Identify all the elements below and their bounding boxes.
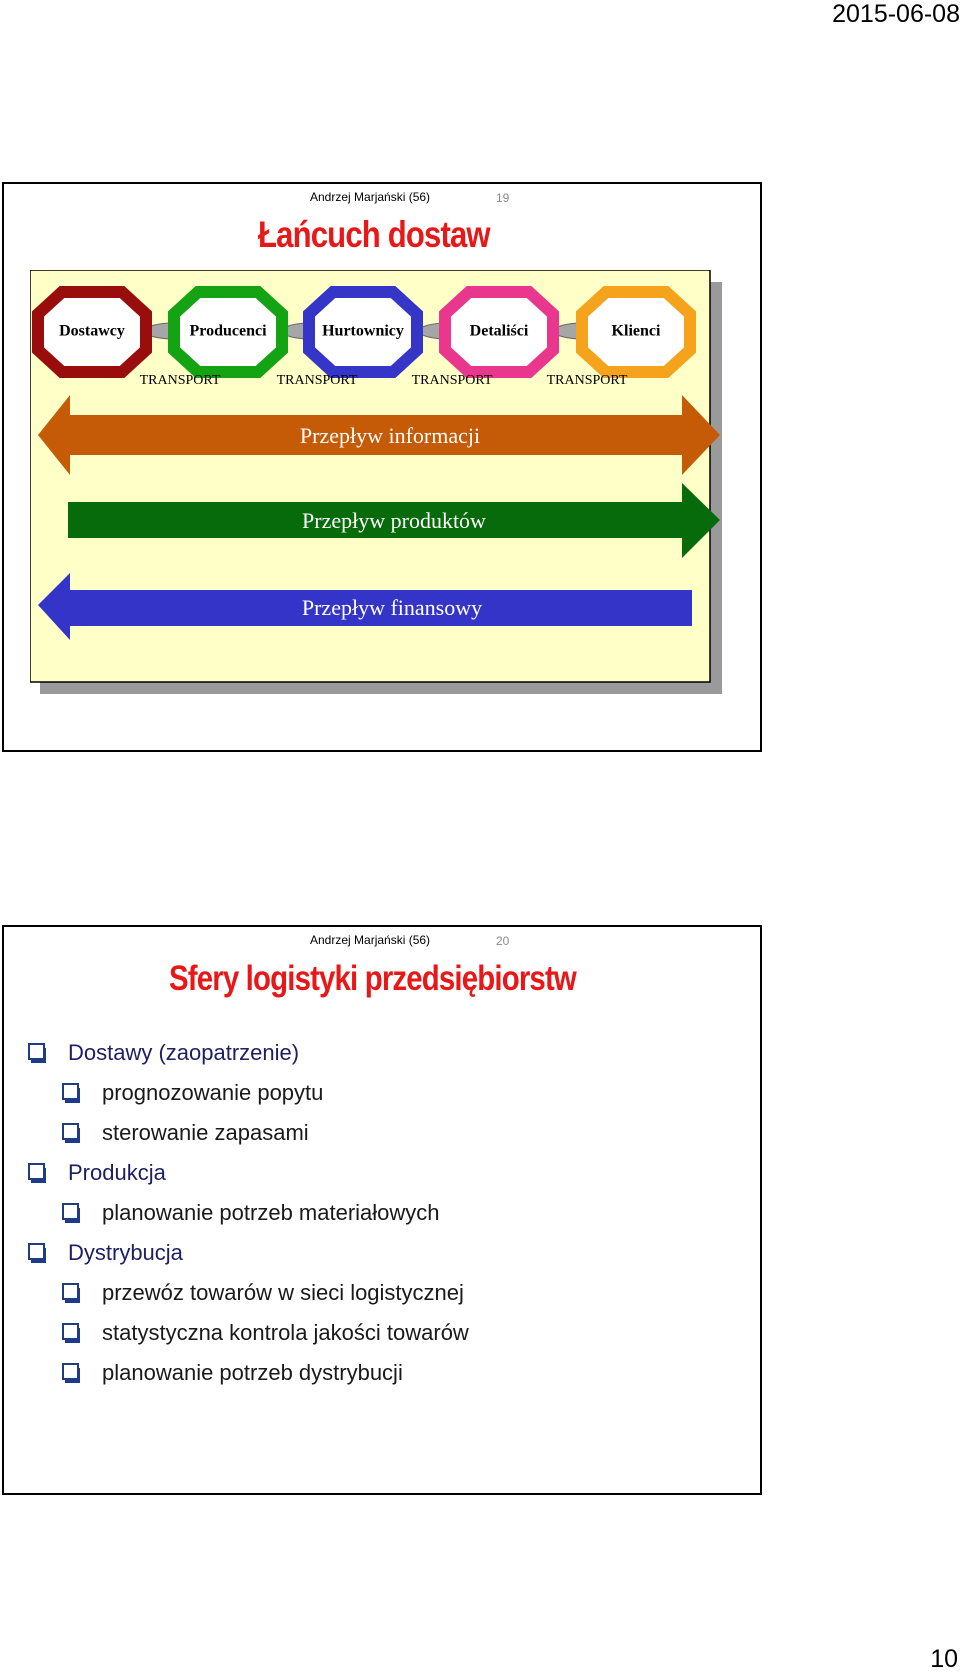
chain-label: Producenci: [189, 323, 267, 340]
page-number: 10: [930, 1645, 958, 1673]
list-item-text: Dystrybucja: [68, 1240, 183, 1265]
list-item: Produkcja: [28, 1153, 469, 1193]
list-item-text: statystyczna kontrola jakości towarów: [102, 1320, 469, 1345]
chain-link-detalisci: Detaliści: [439, 286, 559, 378]
products-flow-arrow: [68, 483, 720, 558]
chain-label: Klienci: [612, 323, 661, 340]
slide-title: Sfery logistyki przedsiębiorstw: [169, 959, 577, 998]
finance-flow-arrow: [38, 573, 692, 640]
checkbox-bullet-icon: [62, 1083, 80, 1103]
checkbox-bullet-icon: [62, 1283, 80, 1303]
bullet-list: Dostawy (zaopatrzenie) prognozowanie pop…: [28, 1033, 469, 1393]
products-flow-label: Przepływ produktów: [302, 508, 486, 533]
chain-link-dostawcy: Dostawcy: [32, 286, 152, 378]
slide-author: Andrzej Marjański (56): [310, 933, 431, 947]
document-date: 2015-06-08: [832, 0, 960, 28]
slide-supply-chain: Andrzej Marjański (56) 19 Łańcuch dostaw…: [2, 182, 762, 752]
chain-label: Dostawcy: [59, 323, 125, 340]
list-item: planowanie potrzeb materiałowych: [28, 1193, 469, 1233]
chain-label: Hurtownicy: [322, 323, 404, 340]
slide-title: Łańcuch dostaw: [258, 214, 491, 255]
transport-label: TRANSPORT: [412, 373, 493, 388]
slide-logistics-spheres: Andrzej Marjański (56) 20 Sfery logistyk…: [2, 925, 762, 1495]
supply-chain-diagram: Dostawcy Producenci Hurtownicy Detaliści…: [30, 270, 722, 694]
list-item-text: planowanie potrzeb materiałowych: [102, 1200, 440, 1225]
list-item-text: Dostawy (zaopatrzenie): [68, 1040, 300, 1065]
transport-label: TRANSPORT: [277, 373, 358, 388]
checkbox-bullet-icon: [28, 1043, 46, 1063]
list-item-text: Produkcja: [68, 1160, 166, 1185]
list-item-text: sterowanie zapasami: [102, 1120, 309, 1145]
finance-flow-label: Przepływ finansowy: [302, 595, 482, 620]
information-flow-arrow: [38, 395, 720, 475]
list-item-text: przewóz towarów w sieci logistycznej: [102, 1280, 464, 1305]
slide-author: Andrzej Marjański (56): [310, 190, 431, 204]
transport-label: TRANSPORT: [547, 373, 628, 388]
list-item: planowanie potrzeb dystrybucji: [28, 1353, 469, 1393]
list-item: Dostawy (zaopatrzenie): [28, 1033, 469, 1073]
chain-link-hurtownicy: Hurtownicy: [303, 286, 423, 378]
transport-label: TRANSPORT: [140, 373, 221, 388]
checkbox-bullet-icon: [28, 1163, 46, 1183]
list-item: Dystrybucja: [28, 1233, 469, 1273]
list-item: statystyczna kontrola jakości towarów: [28, 1313, 469, 1353]
list-item-text: planowanie potrzeb dystrybucji: [102, 1360, 403, 1385]
chain-link-klienci: Klienci: [576, 286, 696, 378]
checkbox-bullet-icon: [62, 1323, 80, 1343]
information-flow-label: Przepływ informacji: [300, 423, 480, 448]
slide-number: 20: [496, 934, 510, 948]
slide-number: 19: [496, 191, 510, 205]
checkbox-bullet-icon: [62, 1363, 80, 1383]
chain-label: Detaliści: [470, 323, 529, 340]
list-item: prognozowanie popytu: [28, 1073, 469, 1113]
list-item: przewóz towarów w sieci logistycznej: [28, 1273, 469, 1313]
list-item: sterowanie zapasami: [28, 1113, 469, 1153]
list-item-text: prognozowanie popytu: [102, 1080, 324, 1105]
checkbox-bullet-icon: [62, 1123, 80, 1143]
chain-link-producenci: Producenci: [168, 286, 288, 378]
checkbox-bullet-icon: [28, 1243, 46, 1263]
checkbox-bullet-icon: [62, 1203, 80, 1223]
